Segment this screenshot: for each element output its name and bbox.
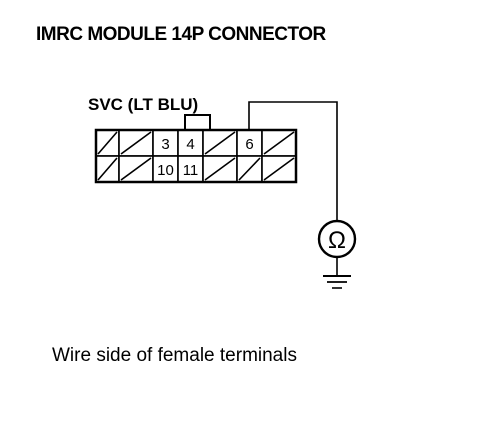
unused-terminal-hatch [120,157,152,181]
terminal-number: 10 [157,162,174,179]
terminal-number: 3 [161,136,169,153]
terminal-number: 11 [183,162,199,179]
unused-terminal-hatch [120,131,152,155]
ohm-symbol: Ω [328,227,346,254]
terminal-unused [95,155,120,183]
unused-terminal-hatch [263,131,295,155]
unused-terminal-hatch [97,131,118,155]
unused-terminal-hatch [204,157,236,181]
terminal-unused [202,129,238,157]
terminal-6: 6 [236,129,263,157]
unused-terminal-hatch [97,157,118,181]
unused-terminal-hatch [204,131,236,155]
terminal-cell [236,129,263,157]
wire-label: SVC (LT BLU) [88,95,198,114]
terminal-unused [118,129,154,157]
terminal-unused [261,129,297,157]
terminal-4: 4 [177,129,204,157]
terminal-number: 4 [186,136,194,153]
terminal-unused [236,155,263,183]
terminal-unused [261,155,297,183]
diagram-title: IMRC MODULE 14P CONNECTOR [36,24,326,45]
terminal-unused [202,155,238,183]
unused-terminal-hatch [238,157,261,181]
probe-wire [248,101,338,221]
terminal-unused [95,129,120,157]
connector-lock-tab [184,114,211,132]
ground-icon [323,257,351,289]
terminal-10: 10 [152,155,179,183]
unused-terminal-hatch [263,157,295,181]
terminal-number: 6 [245,136,253,153]
terminal-11: 11 [177,155,204,183]
ohmmeter: Ω [317,219,357,259]
connector-outline [94,128,298,184]
wire-side-note: Wire side of female terminals [52,345,297,366]
terminal-3: 3 [152,129,179,157]
terminal-unused [118,155,154,183]
